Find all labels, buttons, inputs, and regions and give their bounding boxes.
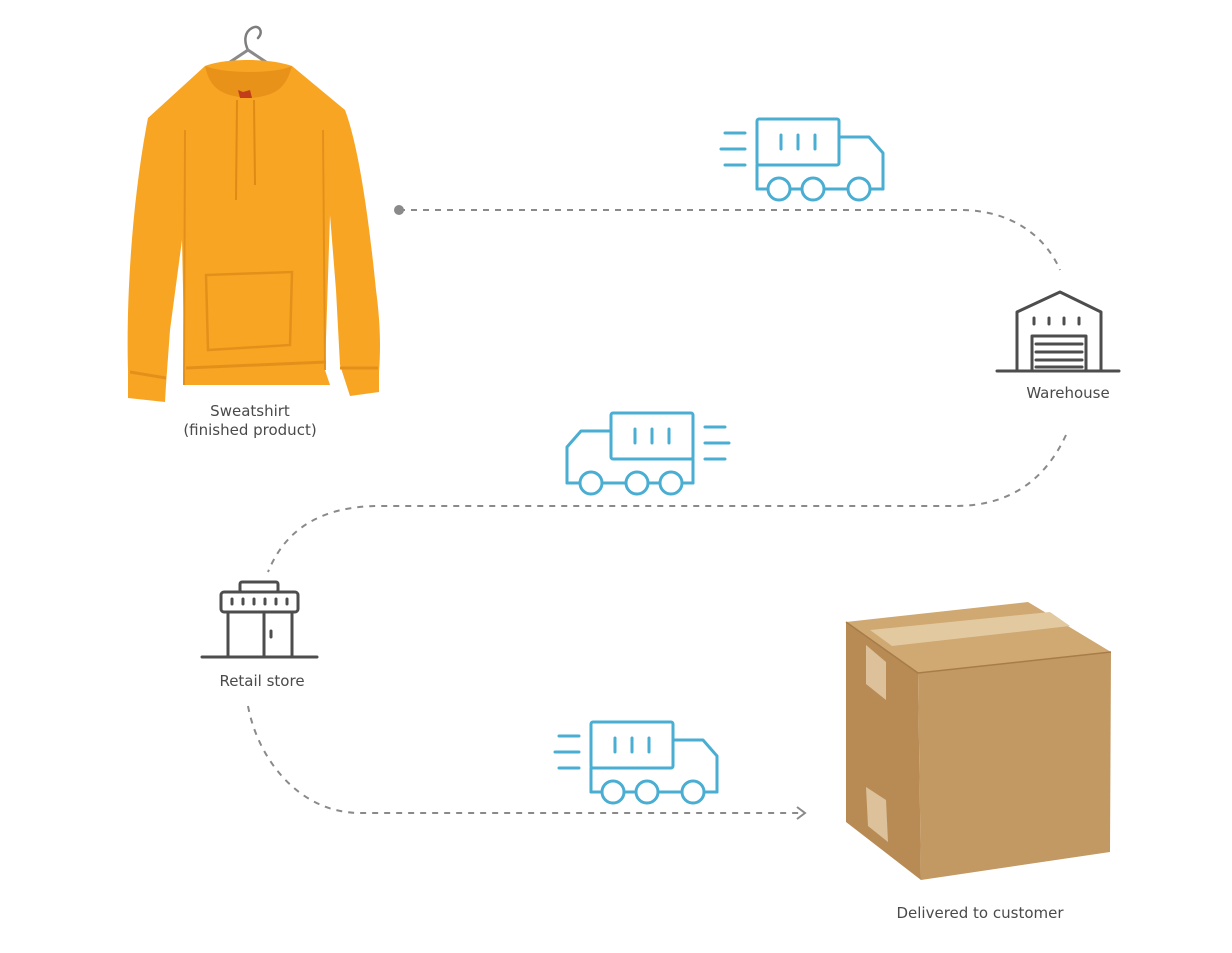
warehouse-icon [995, 290, 1121, 373]
sweatshirt-label: Sweatshirt (finished product) [150, 402, 350, 440]
warehouse-label: Warehouse [1026, 384, 1110, 402]
delivery-truck-icon [553, 720, 719, 805]
route-start-dot [394, 205, 404, 215]
hoodie-icon [127, 25, 380, 402]
sweatshirt-label-line1: Sweatshirt [210, 402, 290, 420]
retail-store-icon [200, 580, 319, 659]
cardboard-box-icon [845, 602, 1112, 880]
customer-label: Delivered to customer [896, 904, 1064, 922]
route-path [247, 209, 1067, 814]
delivery-truck-icon [719, 117, 885, 202]
retail-store-label: Retail store [219, 672, 305, 690]
route-arrowhead [796, 806, 807, 820]
delivery-truck-icon [565, 411, 731, 496]
sweatshirt-label-line2: (finished product) [183, 421, 317, 439]
